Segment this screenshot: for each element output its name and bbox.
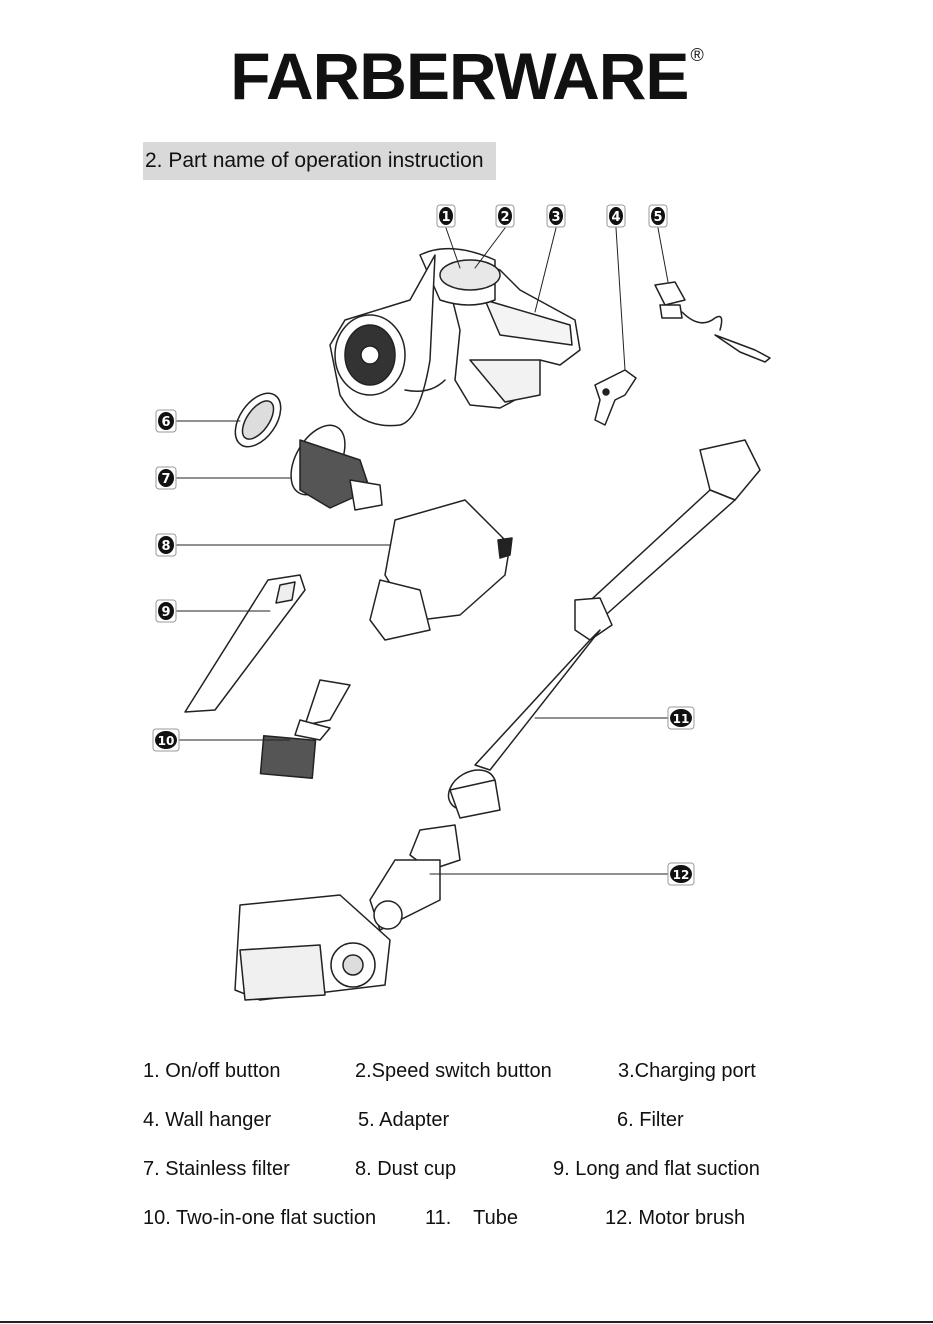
part-item-8: 8. Dust cup [355, 1158, 456, 1181]
part-item-3: 3.Charging port [618, 1060, 756, 1083]
callout-5: 5 [653, 210, 662, 225]
registered-mark: ® [690, 45, 702, 65]
callout-12: 12 [673, 868, 690, 882]
part-item-5: 5. Adapter [358, 1109, 449, 1132]
bottom-rule [0, 1321, 933, 1323]
part-item-10: 10. Two-in-one flat suction [143, 1207, 376, 1230]
exploded-parts-diagram: 1 2 3 4 5 6 7 8 9 10 11 12 [0, 190, 933, 1020]
part-item-7: 7. Stainless filter [143, 1158, 290, 1181]
tube-drawing [441, 440, 760, 818]
brand-logo: FARBERWARE® [0, 38, 933, 114]
part-item-4: 4. Wall hanger [143, 1109, 271, 1132]
part-item-2: 2.Speed switch button [355, 1060, 552, 1083]
long-flat-suction-drawing [185, 575, 305, 712]
stainless-filter-drawing [280, 416, 382, 510]
wall-hanger-drawing [595, 370, 636, 425]
part-item-9: 9. Long and flat suction [553, 1158, 760, 1181]
brand-name: FARBERWARE [230, 39, 688, 113]
part-item-12: 12. Motor brush [605, 1207, 745, 1230]
callout-1: 1 [441, 210, 450, 225]
section-title: 2. Part name of operation instruction [143, 142, 496, 180]
filter-drawing [226, 385, 290, 455]
callout-10: 10 [158, 734, 175, 748]
callout-7: 7 [161, 472, 170, 487]
part-item-11: 11. Tube [425, 1207, 518, 1230]
adapter-drawing [655, 282, 770, 362]
callout-6: 6 [161, 415, 170, 430]
callout-9: 9 [161, 605, 170, 620]
callout-11: 11 [673, 712, 690, 726]
callout-3: 3 [551, 210, 560, 225]
callout-8: 8 [161, 539, 170, 554]
motor-brush-drawing [235, 825, 460, 1000]
callout-2: 2 [500, 210, 509, 225]
dust-cup-drawing [370, 500, 512, 640]
callout-4: 4 [611, 210, 620, 225]
main-body-drawing [330, 249, 580, 426]
part-item-1: 1. On/off button [143, 1060, 281, 1083]
two-in-one-suction-drawing [260, 680, 350, 778]
part-item-6: 6. Filter [617, 1109, 684, 1132]
